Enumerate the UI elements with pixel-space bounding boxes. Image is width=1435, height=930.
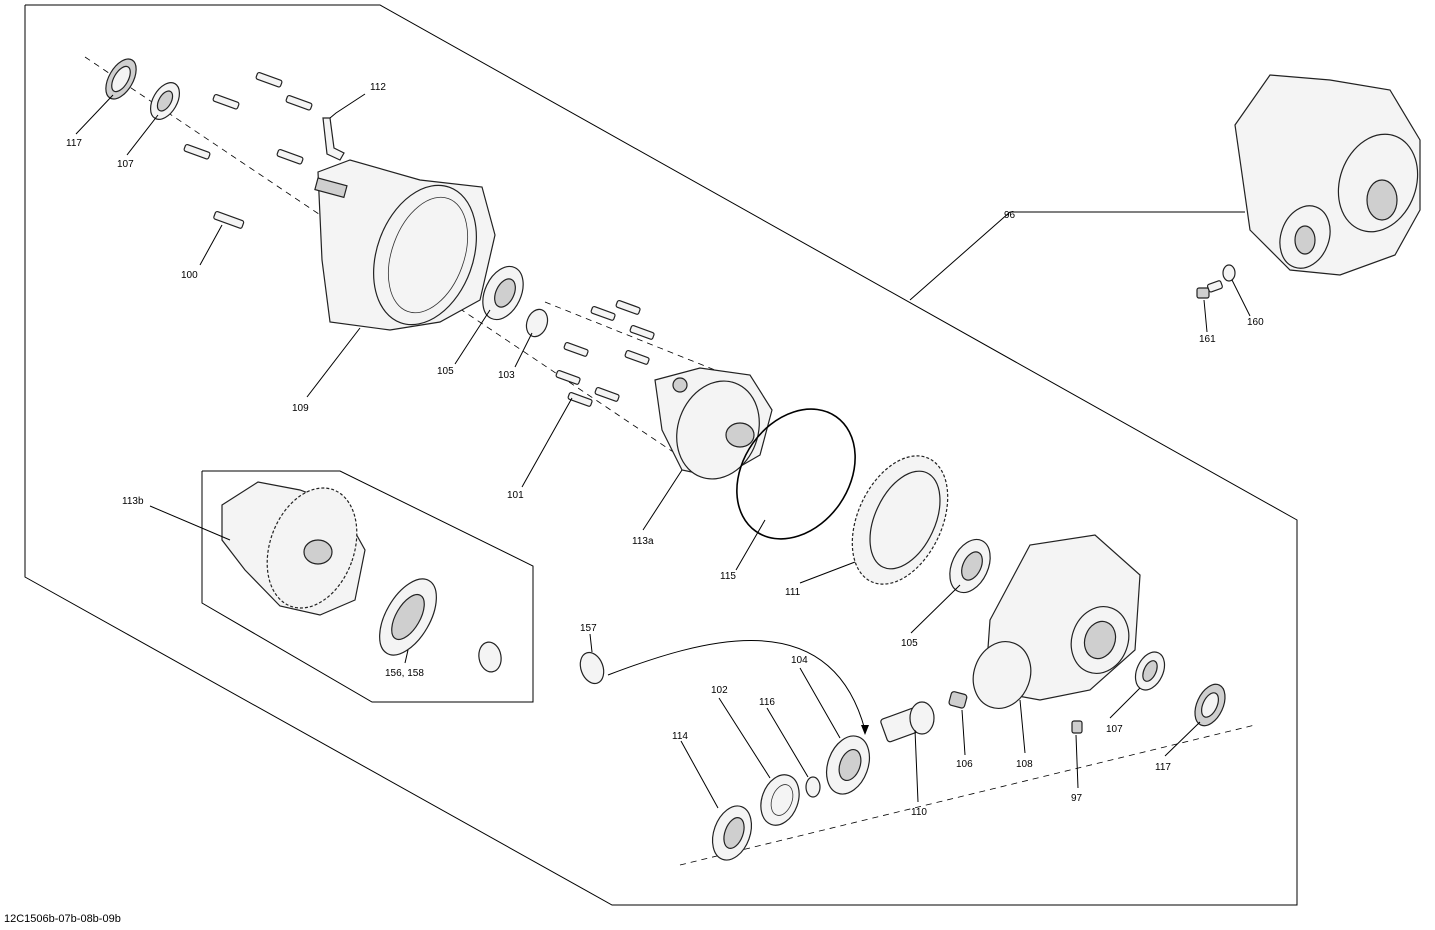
callout-156-158: 156, 158 <box>385 668 424 679</box>
callout-108: 108 <box>1016 759 1033 770</box>
callout-157: 157 <box>580 623 597 634</box>
arrowhead-157 <box>861 725 869 735</box>
bearing-107-lower <box>1134 651 1166 691</box>
seal-117-lower <box>1194 683 1226 727</box>
callout-161: 161 <box>1199 334 1216 345</box>
callout-112: 112 <box>370 82 386 93</box>
pinion-110 <box>880 701 935 743</box>
callout-105-upper: 105 <box>437 366 454 377</box>
callout-114: 114 <box>672 731 688 742</box>
leader-lines <box>75 93 1251 809</box>
washer-160 <box>1222 264 1236 282</box>
collar-102 <box>760 774 800 826</box>
callout-96: 96 <box>1004 210 1016 221</box>
callout-107-upper: 107 <box>117 159 134 170</box>
seal-114 <box>711 805 753 861</box>
callout-111: 111 <box>785 587 801 598</box>
ring-157 <box>579 651 605 685</box>
callout-116: 116 <box>759 697 775 708</box>
callout-110: 110 <box>911 807 927 818</box>
sub-assembly-113b-box <box>201 470 534 703</box>
diagram-code: 12C1506b-07b-08b-09b <box>4 913 121 925</box>
o-ring-115 <box>736 408 856 540</box>
assembled-differential-96 <box>1234 74 1421 276</box>
needle-bearing-106 <box>948 691 968 709</box>
shim-103 <box>525 308 549 338</box>
arrow-157 <box>607 640 866 731</box>
bolts-101 <box>555 299 655 407</box>
housing-108 <box>972 534 1141 709</box>
bolt-161 <box>1196 280 1223 299</box>
bearing-104 <box>825 735 871 795</box>
callout-102: 102 <box>711 685 728 696</box>
callout-117-lower: 117 <box>1155 762 1171 773</box>
ring-116 <box>805 776 821 798</box>
vent-fitting-112 <box>322 117 345 161</box>
bearing-107-upper <box>149 82 181 120</box>
callout-104: 104 <box>791 655 808 666</box>
bolts-housing <box>183 71 313 229</box>
callout-117-upper: 117 <box>66 138 82 149</box>
callout-103: 103 <box>498 370 515 381</box>
seal-117-upper <box>105 58 137 100</box>
callout-100: 100 <box>181 270 198 281</box>
callout-107-lower: 107 <box>1106 724 1123 735</box>
snap-ring <box>478 641 502 673</box>
differential-assembly-113b <box>221 481 366 616</box>
callout-109: 109 <box>292 403 309 414</box>
ring-gear-111 <box>851 455 949 585</box>
callout-115: 115 <box>720 571 736 582</box>
callout-113a: 113a <box>632 536 654 547</box>
callout-106: 106 <box>956 759 973 770</box>
callout-160: 160 <box>1247 317 1264 328</box>
callout-101: 101 <box>507 490 524 501</box>
plug-97 <box>1071 720 1083 734</box>
center-line-bolts <box>544 301 721 373</box>
bearing-105-lower <box>949 538 991 594</box>
callout-97: 97 <box>1071 793 1083 804</box>
assembly-boundary <box>24 4 1298 906</box>
bearing-105-upper <box>482 265 524 321</box>
callout-105-lower: 105 <box>901 638 918 649</box>
shim-156-158 <box>379 578 437 656</box>
callout-113b: 113b <box>122 496 144 507</box>
housing-109 <box>314 159 496 331</box>
differential-case-113a <box>654 367 773 480</box>
